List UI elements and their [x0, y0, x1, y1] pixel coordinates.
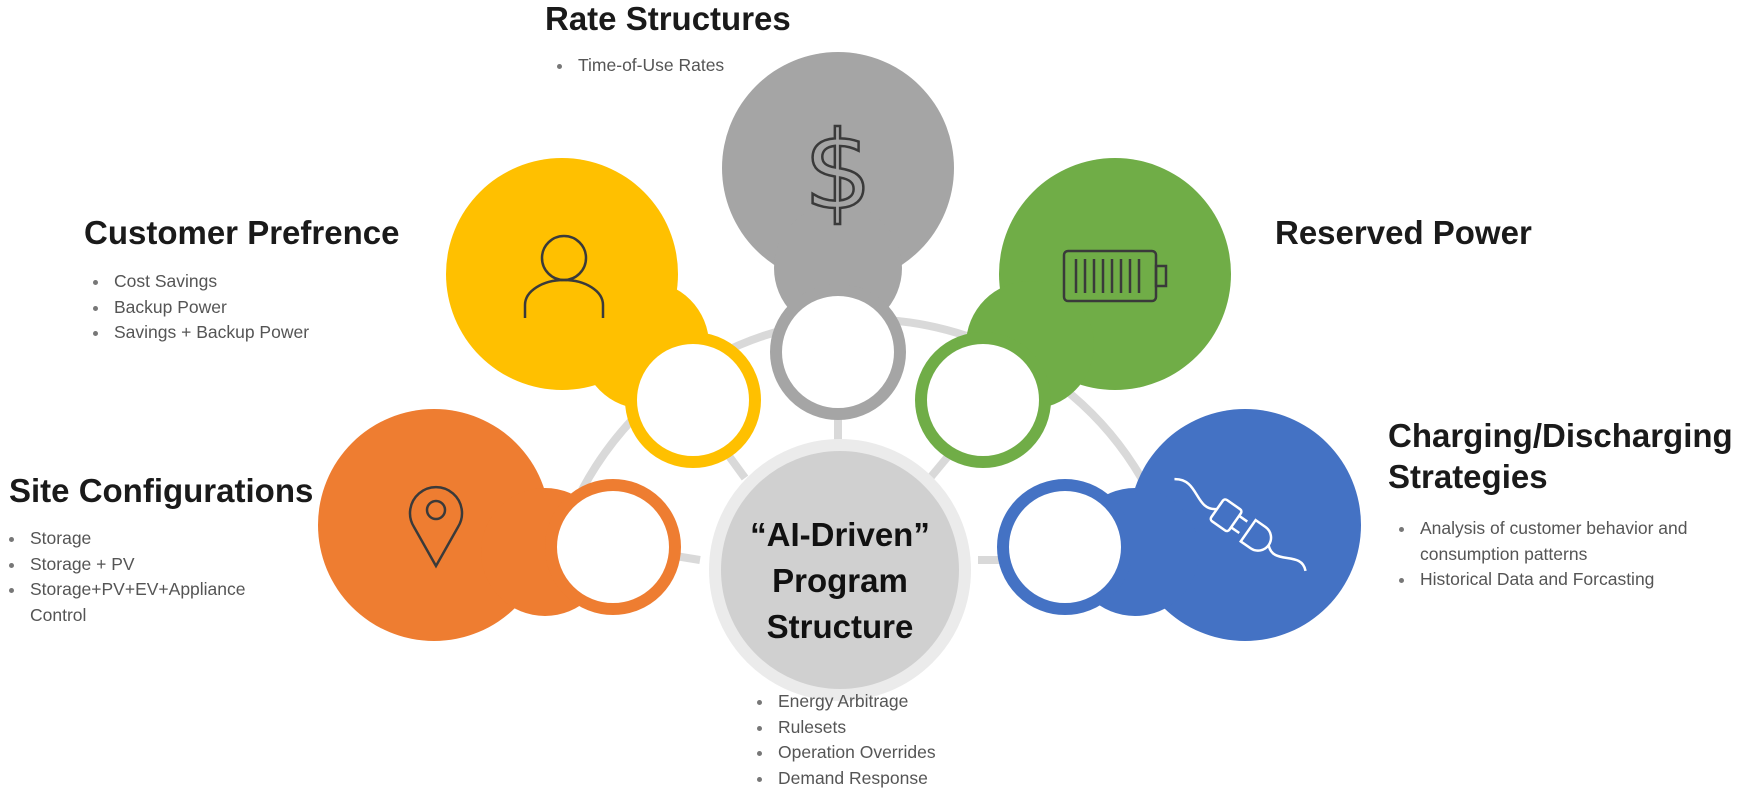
center-node-title: “AI-Driven” Program Structure — [730, 512, 950, 650]
customer-item-list: Cost Savings Backup Power Savings + Back… — [84, 269, 309, 346]
list-item: Storage+PV+EV+Appliance Control — [26, 577, 286, 628]
dollar-icon: $ — [804, 109, 873, 234]
list-item: Backup Power — [110, 295, 309, 321]
center-item-list: Energy Arbitrage Rulesets Operation Over… — [748, 689, 936, 791]
list-item: Time-of-Use Rates — [574, 53, 724, 79]
list-item: Analysis of customer behavior and consum… — [1416, 516, 1742, 567]
site-title: Site Configurations — [9, 470, 313, 511]
site-node — [318, 409, 675, 641]
list-item: Storage + PV — [26, 552, 286, 578]
list-item: Cost Savings — [110, 269, 309, 295]
customer-title: Customer Prefrence — [84, 212, 399, 253]
reserved-node — [921, 158, 1231, 462]
reserved-title: Reserved Power — [1275, 212, 1532, 253]
rate-item-list: Time-of-Use Rates — [548, 53, 724, 79]
list-item: Operation Overrides — [774, 740, 936, 766]
site-item-list: Storage Storage + PV Storage+PV+EV+Appli… — [0, 526, 286, 628]
customer-node — [446, 158, 755, 462]
list-item: Storage — [26, 526, 286, 552]
list-item: Historical Data and Forcasting — [1416, 567, 1742, 593]
charging-node — [1003, 409, 1361, 641]
list-item: Rulesets — [774, 715, 936, 741]
charging-item-list: Analysis of customer behavior and consum… — [1390, 516, 1742, 593]
charging-title: Charging/Discharging Strategies — [1388, 415, 1747, 498]
list-item: Demand Response — [774, 766, 936, 791]
list-item: Energy Arbitrage — [774, 689, 936, 715]
rate-title: Rate Structures — [545, 0, 791, 39]
list-item: Savings + Backup Power — [110, 320, 309, 346]
